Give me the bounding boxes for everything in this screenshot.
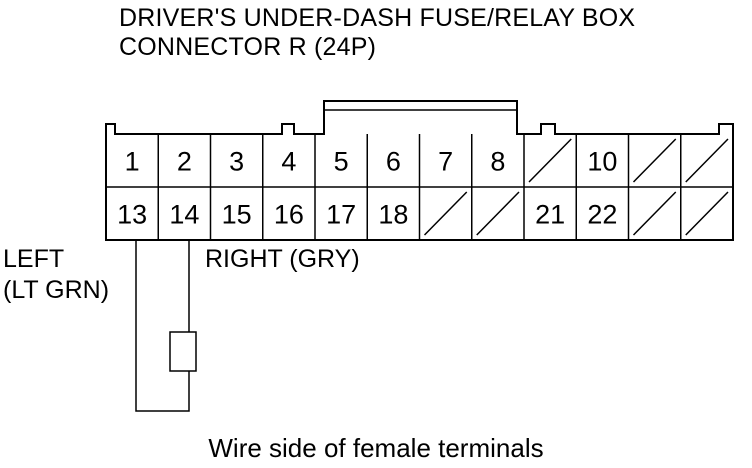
terminal-14-label: 14: [169, 200, 199, 230]
terminal-21-label: 21: [535, 200, 565, 230]
terminal-5-label: 5: [334, 147, 349, 177]
terminal-10-label: 10: [587, 147, 617, 177]
terminal-13-label: 13: [117, 200, 147, 230]
terminal-22-label: 22: [587, 200, 617, 230]
terminal-6-label: 6: [386, 147, 401, 177]
unused-terminal-slash: [632, 191, 677, 236]
terminal-16-label: 16: [274, 200, 304, 230]
right-wire-label: RIGHT (GRY): [205, 245, 360, 273]
left-wire-label: LEFT: [3, 245, 65, 273]
diagram-title-line-1: DRIVER'S UNDER-DASH FUSE/RELAY BOX: [119, 4, 636, 32]
diagram-title-line-2: CONNECTOR R (24P): [119, 33, 377, 61]
unused-terminal-slash: [476, 191, 520, 236]
wire-left: [135, 240, 190, 412]
left-wire-color-label: (LT GRN): [3, 276, 110, 304]
unused-terminal-slash: [423, 191, 468, 236]
terminal-18-label: 18: [378, 200, 408, 230]
terminal-8-label: 8: [490, 147, 505, 177]
unused-terminal-slash: [632, 138, 677, 183]
inline-component: [169, 331, 197, 372]
diagram-caption: Wire side of female terminals: [208, 433, 544, 463]
terminal-15-label: 15: [222, 200, 252, 230]
terminal-2-label: 2: [177, 147, 192, 177]
terminal-4-label: 4: [281, 147, 296, 177]
unused-terminal-slash: [685, 138, 729, 183]
connector-outline: [105, 100, 734, 241]
unused-terminal-slash: [528, 138, 572, 183]
wire-harness: [135, 240, 197, 412]
terminal-17-label: 17: [326, 200, 356, 230]
terminal-7-label: 7: [438, 147, 453, 177]
terminal-1-label: 1: [125, 147, 140, 177]
terminal-3-label: 3: [229, 147, 244, 177]
terminal-grid: 1 2 3 4 5 6 7 8 10 13 14 15 16 17 18 21 22: [106, 134, 733, 240]
unused-terminal-slash: [685, 191, 729, 236]
